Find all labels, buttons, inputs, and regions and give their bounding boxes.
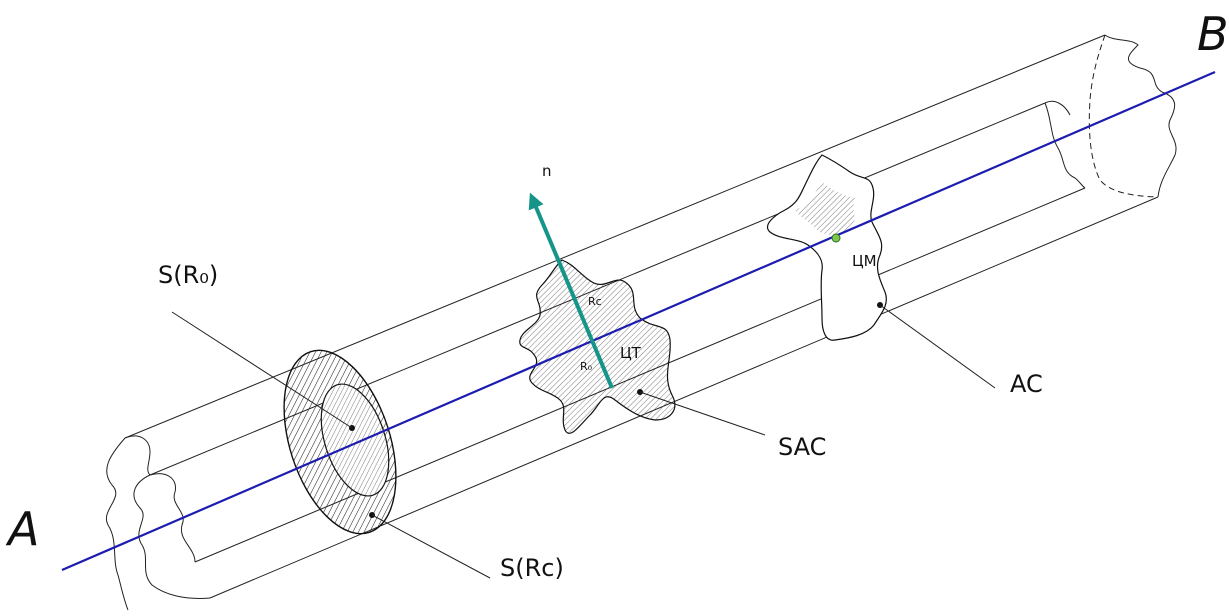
mass-center-dot <box>831 233 841 243</box>
label-s-r0: S(R₀) <box>158 261 218 289</box>
leader-lines <box>171 304 996 579</box>
arbitrary-section-sac <box>519 259 676 434</box>
label-ac: AC <box>1010 370 1043 398</box>
axis-a-b <box>61 70 1216 572</box>
label-normal-n: n <box>542 162 552 180</box>
tube-top-outer-line <box>124 34 1106 439</box>
label-rc: Rc <box>588 295 602 308</box>
normal-vector-n <box>528 192 614 389</box>
label-s-rc: S(Rc) <box>500 554 564 582</box>
arbitrary-section-ac <box>766 154 887 341</box>
label-point-a: A <box>5 502 39 556</box>
tube-right-broken-end <box>1044 34 1177 198</box>
tube-outline <box>124 34 1159 599</box>
tube-left-broken-end <box>105 435 211 611</box>
label-s-ac: SAC <box>778 433 826 461</box>
label-mass-center: ЦМ <box>852 252 877 270</box>
cross-section-ring <box>283 349 397 535</box>
label-gravity-center: ЦТ <box>620 344 642 362</box>
label-point-b: B <box>1197 7 1229 61</box>
label-r0: R₀ <box>580 360 593 373</box>
